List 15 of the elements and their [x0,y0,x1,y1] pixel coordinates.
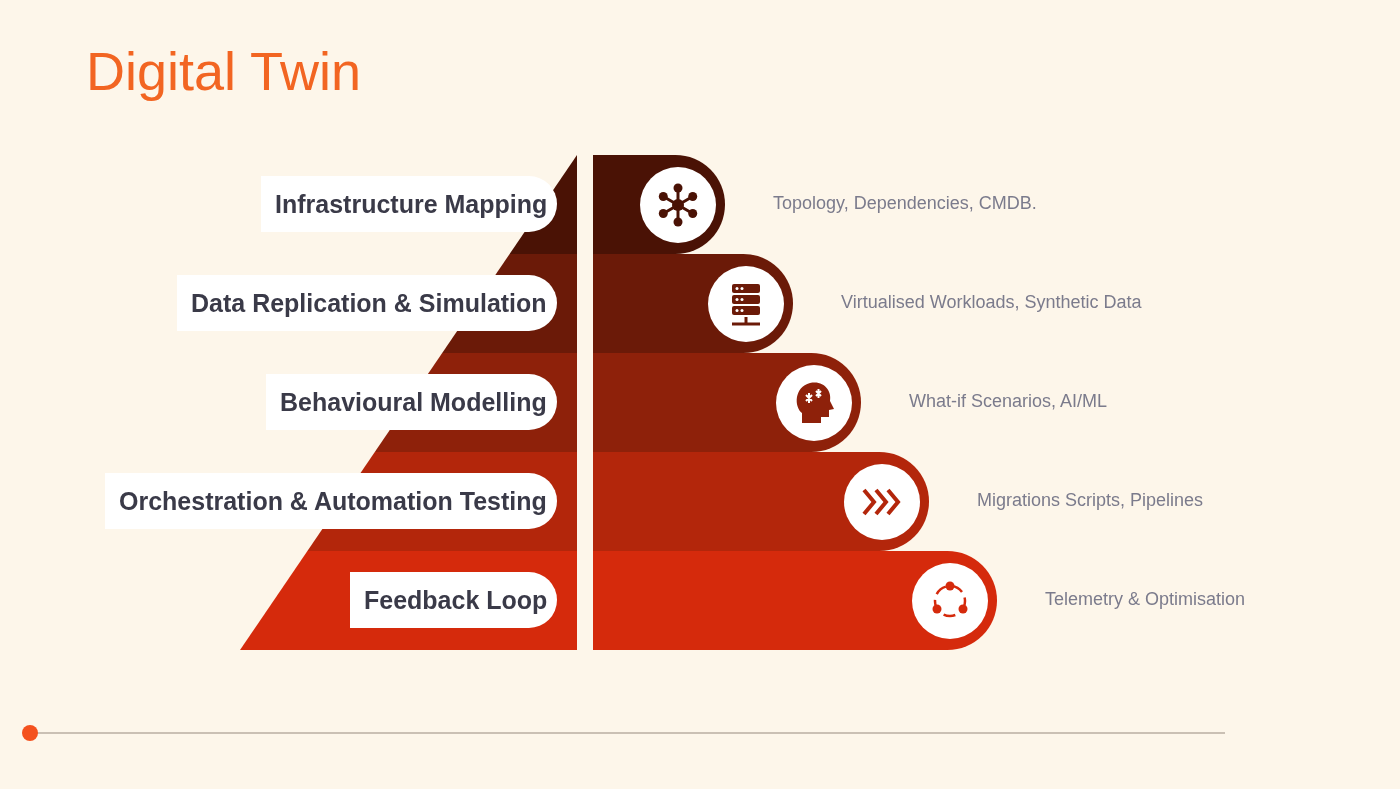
layer-description: What-if Scenarios, AI/ML [909,391,1108,412]
layer-description: Migrations Scripts, Pipelines [977,490,1204,511]
layer-label: Behavioural Modelling [266,374,557,430]
pyramid-layer [177,254,1143,353]
layer-label: Data Replication & Simulation [177,275,557,331]
pyramid-layer [105,452,1205,551]
page-title: Digital Twin [86,40,362,102]
layer-label: Infrastructure Mapping [261,176,558,232]
layer-description: Topology, Dependencies, CMDB. [773,193,1037,214]
layer-label: Feedback Loop [350,572,558,628]
pyramid-layer [266,353,1109,452]
pyramid-layer [240,551,1247,650]
layer-description: Telemetry & Optimisation [1045,589,1246,610]
layer-description: Virtualised Workloads, Synthetic Data [841,292,1142,313]
layer-label: Orchestration & Automation Testing [105,473,557,529]
